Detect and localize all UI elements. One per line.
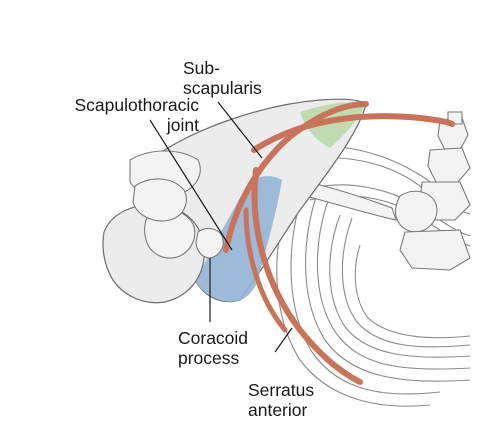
- coracoid-process: [195, 227, 224, 259]
- humerus: [102, 178, 205, 304]
- subscapularis-leader: [217, 101, 263, 159]
- scapulothoracic-joint-space: [196, 176, 282, 302]
- supraspinatus-region: [300, 102, 366, 148]
- label-subscapularis: Sub- scapularis: [183, 58, 262, 98]
- scapulothoracic-leader: [149, 119, 233, 251]
- label-scapulothoracic-joint: Scapulothoracic joint: [74, 95, 199, 135]
- vertebral-column: [395, 111, 471, 271]
- label-coracoid-process: Coracoid process: [178, 328, 249, 368]
- subscapularis-muscle: [223, 101, 369, 253]
- label-serratus-anterior: Serratus anterior: [248, 380, 315, 420]
- serratus-leader: [274, 327, 293, 353]
- serratus-anterior-muscle: [243, 113, 455, 385]
